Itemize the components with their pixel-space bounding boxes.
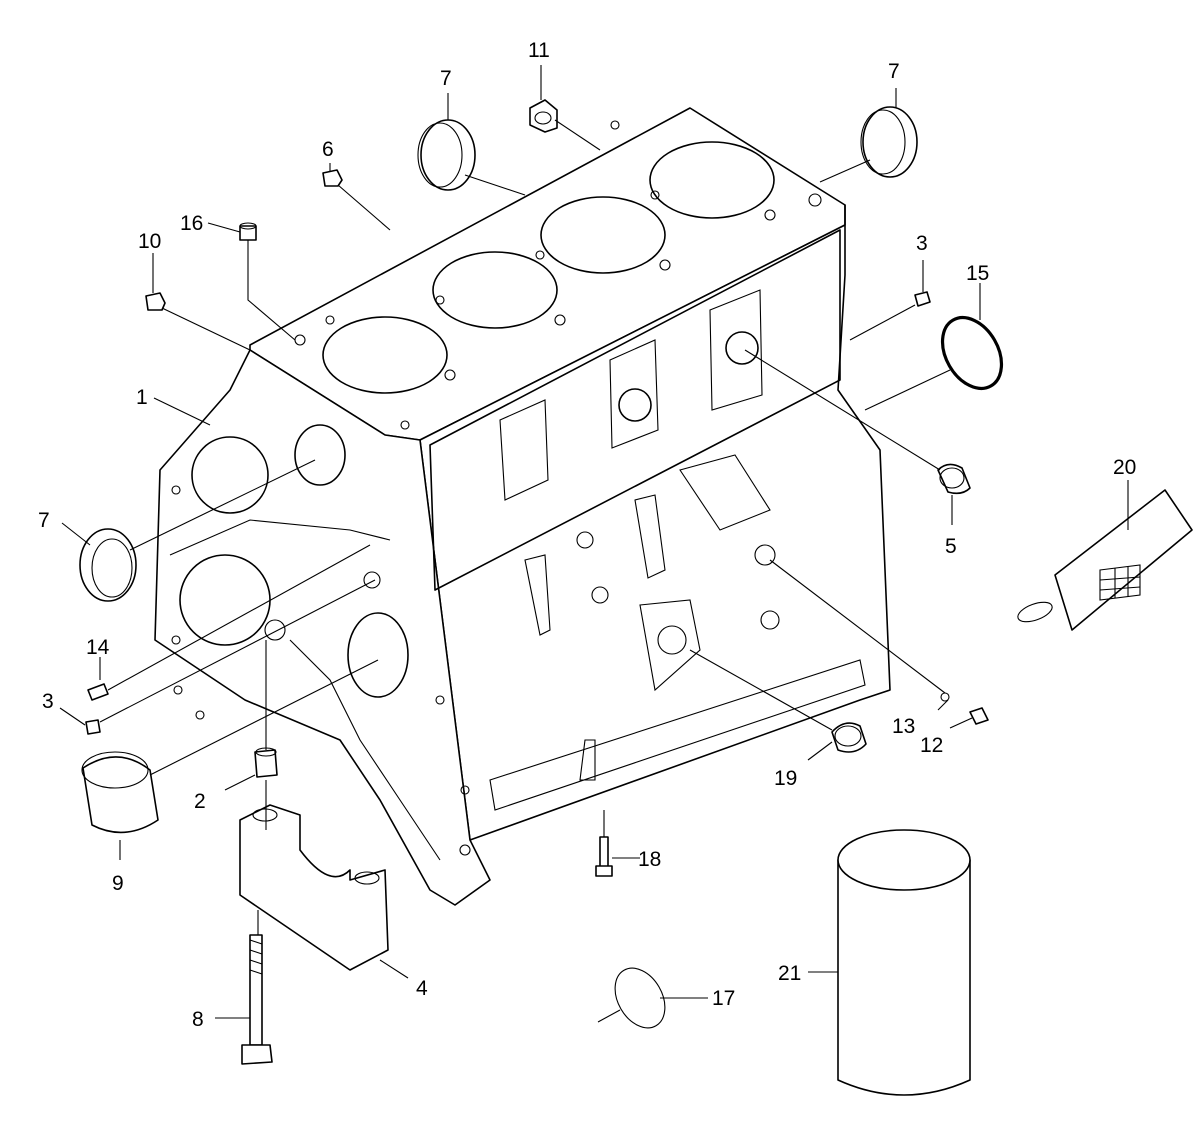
part-3-pin-right — [914, 291, 931, 307]
part-14-dowel — [87, 683, 109, 701]
callout-21: 21 — [778, 962, 801, 985]
callout-7-left: 7 — [38, 509, 50, 532]
callout-9: 9 — [112, 872, 124, 895]
callout-13: 13 — [892, 715, 915, 738]
part-10-plug — [145, 292, 166, 311]
callout-3-left: 3 — [42, 690, 54, 713]
part-7-plug-top — [417, 119, 476, 191]
part-4-bearing-cap — [239, 804, 389, 971]
part-9-bushing — [81, 751, 159, 834]
callout-7-top: 7 — [440, 67, 452, 90]
callout-labels: 1 2 3 3 4 5 6 7 7 7 8 9 10 11 12 13 14 1… — [38, 39, 1136, 1031]
callout-5: 5 — [945, 535, 957, 558]
callout-14: 14 — [86, 636, 110, 659]
callout-4: 4 — [416, 977, 428, 1000]
callout-15: 15 — [966, 262, 989, 285]
part-6-plug — [322, 169, 343, 187]
callout-10: 10 — [138, 230, 161, 253]
part-15-o-ring — [940, 316, 1004, 390]
part-8-bolt — [241, 934, 273, 1065]
part-16-pin — [239, 222, 257, 241]
callout-2: 2 — [194, 790, 206, 813]
callout-18: 18 — [638, 848, 661, 871]
callout-1: 1 — [136, 386, 148, 409]
part-17-seal — [614, 967, 666, 1029]
part-12-drain-plug — [969, 707, 989, 725]
leader-lines — [59, 65, 1129, 1023]
part-3-pin-left — [85, 719, 101, 735]
part-19-plug — [831, 722, 867, 753]
callout-19: 19 — [774, 767, 797, 790]
part-18-bolt — [595, 836, 613, 877]
callout-6: 6 — [322, 138, 334, 161]
callout-8: 8 — [192, 1008, 204, 1031]
callout-20: 20 — [1113, 456, 1136, 479]
callout-16: 16 — [180, 212, 203, 235]
callout-11: 11 — [528, 39, 550, 62]
part-5-bushing — [937, 463, 971, 495]
part-7-bushing-left — [79, 528, 137, 602]
callout-7-right: 7 — [888, 60, 900, 83]
part-20-tag — [1017, 489, 1193, 631]
callout-12: 12 — [920, 734, 943, 757]
callout-17: 17 — [712, 987, 735, 1010]
part-2-dowel — [254, 747, 278, 778]
part-11-plug — [529, 99, 558, 133]
part-7-plug-right — [860, 106, 918, 178]
callout-3-right: 3 — [916, 232, 928, 255]
cylinder-block — [154, 107, 891, 906]
part-21-cylinder-liner — [837, 829, 971, 1096]
